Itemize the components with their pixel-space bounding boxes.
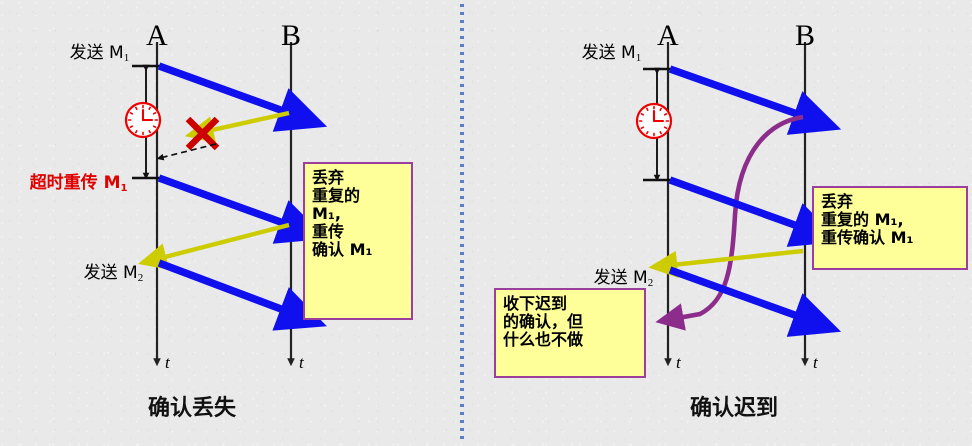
time-axis-label-b-left: t bbox=[299, 353, 304, 372]
caption-left: 确认丢失 bbox=[148, 396, 237, 421]
discard-duplicate-note-left: 丢弃 重复的 M₁, 重传 确认 M₁ bbox=[303, 162, 413, 320]
caption-right: 确认迟到 bbox=[690, 396, 779, 421]
message-m1-arrow bbox=[668, 65, 842, 135]
node-label-a-right: A bbox=[657, 19, 679, 52]
note-line: 确认 M₁ bbox=[312, 239, 373, 259]
message-m1-retransmit-arrow bbox=[157, 174, 328, 244]
send-m2-label-right: 发送 M2 bbox=[593, 268, 654, 289]
ack-m1-delayed-curve bbox=[655, 114, 804, 331]
ack-m1-retransmit-arrow bbox=[137, 222, 290, 270]
right-panel-group bbox=[635, 42, 842, 367]
message-m1-arrow bbox=[157, 62, 328, 132]
message-m2-arrow bbox=[668, 266, 842, 337]
time-axis-label-a-right: t bbox=[676, 353, 681, 372]
note-line: M₁, bbox=[312, 203, 342, 223]
send-m1-label-left: 发送 M1 bbox=[69, 43, 130, 64]
discard-duplicate-note-right: 丢弃 重复的 M₁, 重传确认 M₁ bbox=[812, 186, 968, 270]
ack-m1-retransmit-arrow bbox=[648, 248, 804, 279]
note-line: 重复的 bbox=[312, 185, 361, 205]
retransmit-label-left: 超时重传 M1 bbox=[29, 173, 128, 194]
node-label-b-left: B bbox=[281, 19, 302, 52]
left-panel-group bbox=[124, 42, 328, 367]
time-axis-label-b-right: t bbox=[813, 353, 818, 372]
note-line: 丢弃 bbox=[821, 192, 854, 211]
note-line: 丢弃 bbox=[312, 168, 345, 187]
note-line: 的确认，但 bbox=[503, 311, 584, 331]
clock-icon bbox=[635, 102, 673, 140]
note-line: 重复的 M₁, bbox=[821, 209, 904, 229]
message-m1-retransmit-arrow bbox=[668, 176, 842, 247]
x-cross-icon bbox=[185, 116, 220, 151]
note-line: 重传 bbox=[312, 221, 345, 241]
clock-icon bbox=[124, 101, 162, 139]
ack-m1-lost-arrow bbox=[184, 110, 290, 144]
send-m2-label-left: 发送 M2 bbox=[83, 263, 144, 284]
note-line: 收下迟到 bbox=[503, 294, 568, 313]
node-label-b-right: B bbox=[795, 19, 816, 52]
message-m2-arrow bbox=[157, 259, 327, 331]
node-label-a-left: A bbox=[146, 19, 168, 52]
send-m1-label-right: 发送 M1 bbox=[581, 43, 642, 64]
note-line: 重传确认 M₁ bbox=[821, 227, 914, 247]
time-axis-label-a-left: t bbox=[165, 353, 170, 372]
accept-late-ack-note-right: 收下迟到 的确认，但 什么也不做 bbox=[494, 288, 646, 378]
note-line: 什么也不做 bbox=[503, 329, 584, 349]
